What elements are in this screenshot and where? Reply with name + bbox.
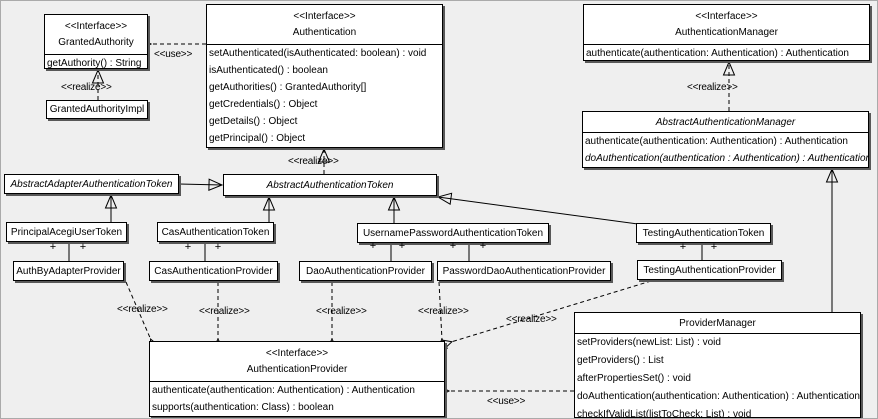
- method: doAuthentication(authentication: Authent…: [577, 391, 860, 402]
- class-name: GrantedAuthorityImpl: [49, 104, 145, 115]
- class-name: AbstractAuthenticationManager: [583, 112, 868, 133]
- class-name: UsernamePasswordAuthenticationToken: [362, 227, 544, 239]
- class-provider-manager[interactable]: ProviderManager setProviders(newList: Li…: [574, 312, 861, 418]
- aggregation-plus: +: [679, 241, 687, 253]
- stereotype-label: <<Interface>>: [265, 348, 329, 359]
- method: checkIfValidList(listToCheck: List) : vo…: [577, 409, 752, 418]
- method: getAuthorities() : GrantedAuthority[]: [209, 82, 367, 93]
- class-name: ProviderManager: [575, 313, 860, 334]
- use-label: <<use>>: [487, 396, 526, 407]
- generalization-abstract-adapter-token-to-abstract-token: [178, 184, 222, 185]
- class-principal-acegi-user-token[interactable]: PrincipalAcegiUserToken: [6, 222, 127, 242]
- class-name: PrincipalAcegiUserToken: [10, 226, 123, 238]
- method: isAuthenticated() : boolean: [209, 65, 328, 76]
- class-name: GrantedAuthority: [58, 37, 134, 48]
- class-authentication-provider[interactable]: <<Interface>> AuthenticationProvider aut…: [149, 341, 445, 417]
- class-dao-authentication-provider[interactable]: DaoAuthenticationProvider: [299, 261, 432, 281]
- class-cas-authentication-provider[interactable]: CasAuthenticationProvider: [149, 261, 278, 281]
- class-name: CasAuthenticationToken: [161, 226, 270, 238]
- stereotype-label: <<Interface>>: [293, 11, 356, 22]
- class-abstract-authentication-manager[interactable]: AbstractAuthenticationManager authentica…: [582, 111, 869, 168]
- aggregation-plus: +: [479, 240, 487, 252]
- class-name: DaoAuthenticationProvider: [306, 265, 425, 277]
- realize-label: <<realize>>: [117, 304, 168, 315]
- method: setAuthenticated(isAuthenticated: boolea…: [209, 48, 427, 59]
- realize-label: <<realize>>: [316, 306, 367, 317]
- class-name: AuthenticationManager: [675, 27, 778, 38]
- class-name: AuthenticationProvider: [246, 364, 348, 375]
- aggregation-plus: +: [398, 240, 406, 252]
- method: supports(authentication: Class) : boolea…: [152, 402, 334, 413]
- aggregation-plus: +: [369, 240, 377, 252]
- class-authentication[interactable]: <<Interface>> Authentication setAuthenti…: [206, 4, 443, 148]
- realize-label: <<realize>>: [418, 306, 469, 317]
- generalization-testing-authentication-token: [438, 197, 639, 225]
- realize-password-dao-authentication-provider: [437, 281, 448, 350]
- method: authenticate(authentication: Authenticat…: [152, 385, 415, 396]
- class-header: <<Interface>> AuthenticationProvider: [150, 342, 444, 382]
- aggregation-plus: +: [710, 241, 718, 253]
- class-granted-authority[interactable]: <<Interface>> GrantedAuthority getAuthor…: [44, 14, 148, 69]
- class-testing-authentication-token[interactable]: TestingAuthenticationToken: [636, 223, 771, 243]
- class-password-dao-authentication-provider[interactable]: PasswordDaoAuthenticationProvider: [437, 261, 611, 281]
- class-name: AbstractAuthenticationToken: [266, 179, 394, 191]
- stereotype-label: <<Interface>>: [695, 11, 758, 22]
- realize-label: <<realize>>: [506, 314, 557, 325]
- realize-label: <<realize>>: [199, 306, 250, 317]
- class-abstract-adapter-authentication-token[interactable]: AbstractAdapterAuthenticationToken: [4, 174, 179, 194]
- method: setProviders(newList: List) : void: [577, 337, 721, 348]
- aggregation-plus: +: [214, 241, 222, 253]
- use-label: <<use>>: [154, 49, 193, 60]
- class-cas-authentication-token[interactable]: CasAuthenticationToken: [157, 222, 274, 242]
- class-abstract-authentication-token[interactable]: AbstractAuthenticationToken: [223, 174, 437, 196]
- class-username-password-authentication-token[interactable]: UsernamePasswordAuthenticationToken: [357, 223, 549, 243]
- class-name: TestingAuthenticationProvider: [643, 264, 776, 276]
- method: getPrincipal() : Object: [209, 133, 306, 144]
- class-testing-authentication-provider[interactable]: TestingAuthenticationProvider: [637, 260, 782, 280]
- realize-auth-by-adapter-provider: [125, 281, 160, 351]
- class-header: <<Interface>> AuthenticationManager: [584, 5, 869, 45]
- realize-label: <<realize>>: [288, 156, 339, 167]
- method: getCredentials() : Object: [209, 99, 318, 110]
- aggregation-plus: +: [184, 241, 192, 253]
- method: getAuthority() : String: [47, 58, 142, 69]
- method: getProviders() : List: [577, 355, 664, 366]
- method: authenticate(authentication: Authenticat…: [585, 136, 848, 147]
- class-name: AbstractAdapterAuthenticationToken: [10, 178, 173, 190]
- method: getDetails() : Object: [209, 116, 298, 127]
- stereotype-label: <<Interface>>: [64, 21, 128, 32]
- class-granted-authority-impl[interactable]: GrantedAuthorityImpl: [46, 100, 148, 119]
- class-name: PasswordDaoAuthenticationProvider: [442, 265, 606, 277]
- class-authentication-manager[interactable]: <<Interface>> AuthenticationManager auth…: [583, 4, 870, 61]
- method: afterPropertiesSet() : void: [577, 373, 691, 384]
- class-header: <<Interface>> GrantedAuthority: [45, 15, 147, 55]
- aggregation-plus: +: [79, 241, 87, 253]
- realize-label: <<realize>>: [61, 82, 112, 93]
- class-name: TestingAuthenticationToken: [642, 227, 765, 239]
- method: authenticate(authentication: Authenticat…: [586, 48, 849, 59]
- method-abstract: doAuthentication(authentication : Authen…: [585, 153, 868, 164]
- class-header: <<Interface>> Authentication: [207, 5, 442, 45]
- aggregation-plus: +: [449, 240, 457, 252]
- aggregation-plus: +: [49, 241, 57, 253]
- class-name: CasAuthenticationProvider: [154, 265, 273, 277]
- class-name: Authentication: [292, 27, 357, 38]
- class-auth-by-adapter-provider[interactable]: AuthByAdapterProvider: [13, 261, 124, 281]
- class-name: AuthByAdapterProvider: [16, 265, 121, 277]
- realize-label: <<realize>>: [687, 82, 738, 93]
